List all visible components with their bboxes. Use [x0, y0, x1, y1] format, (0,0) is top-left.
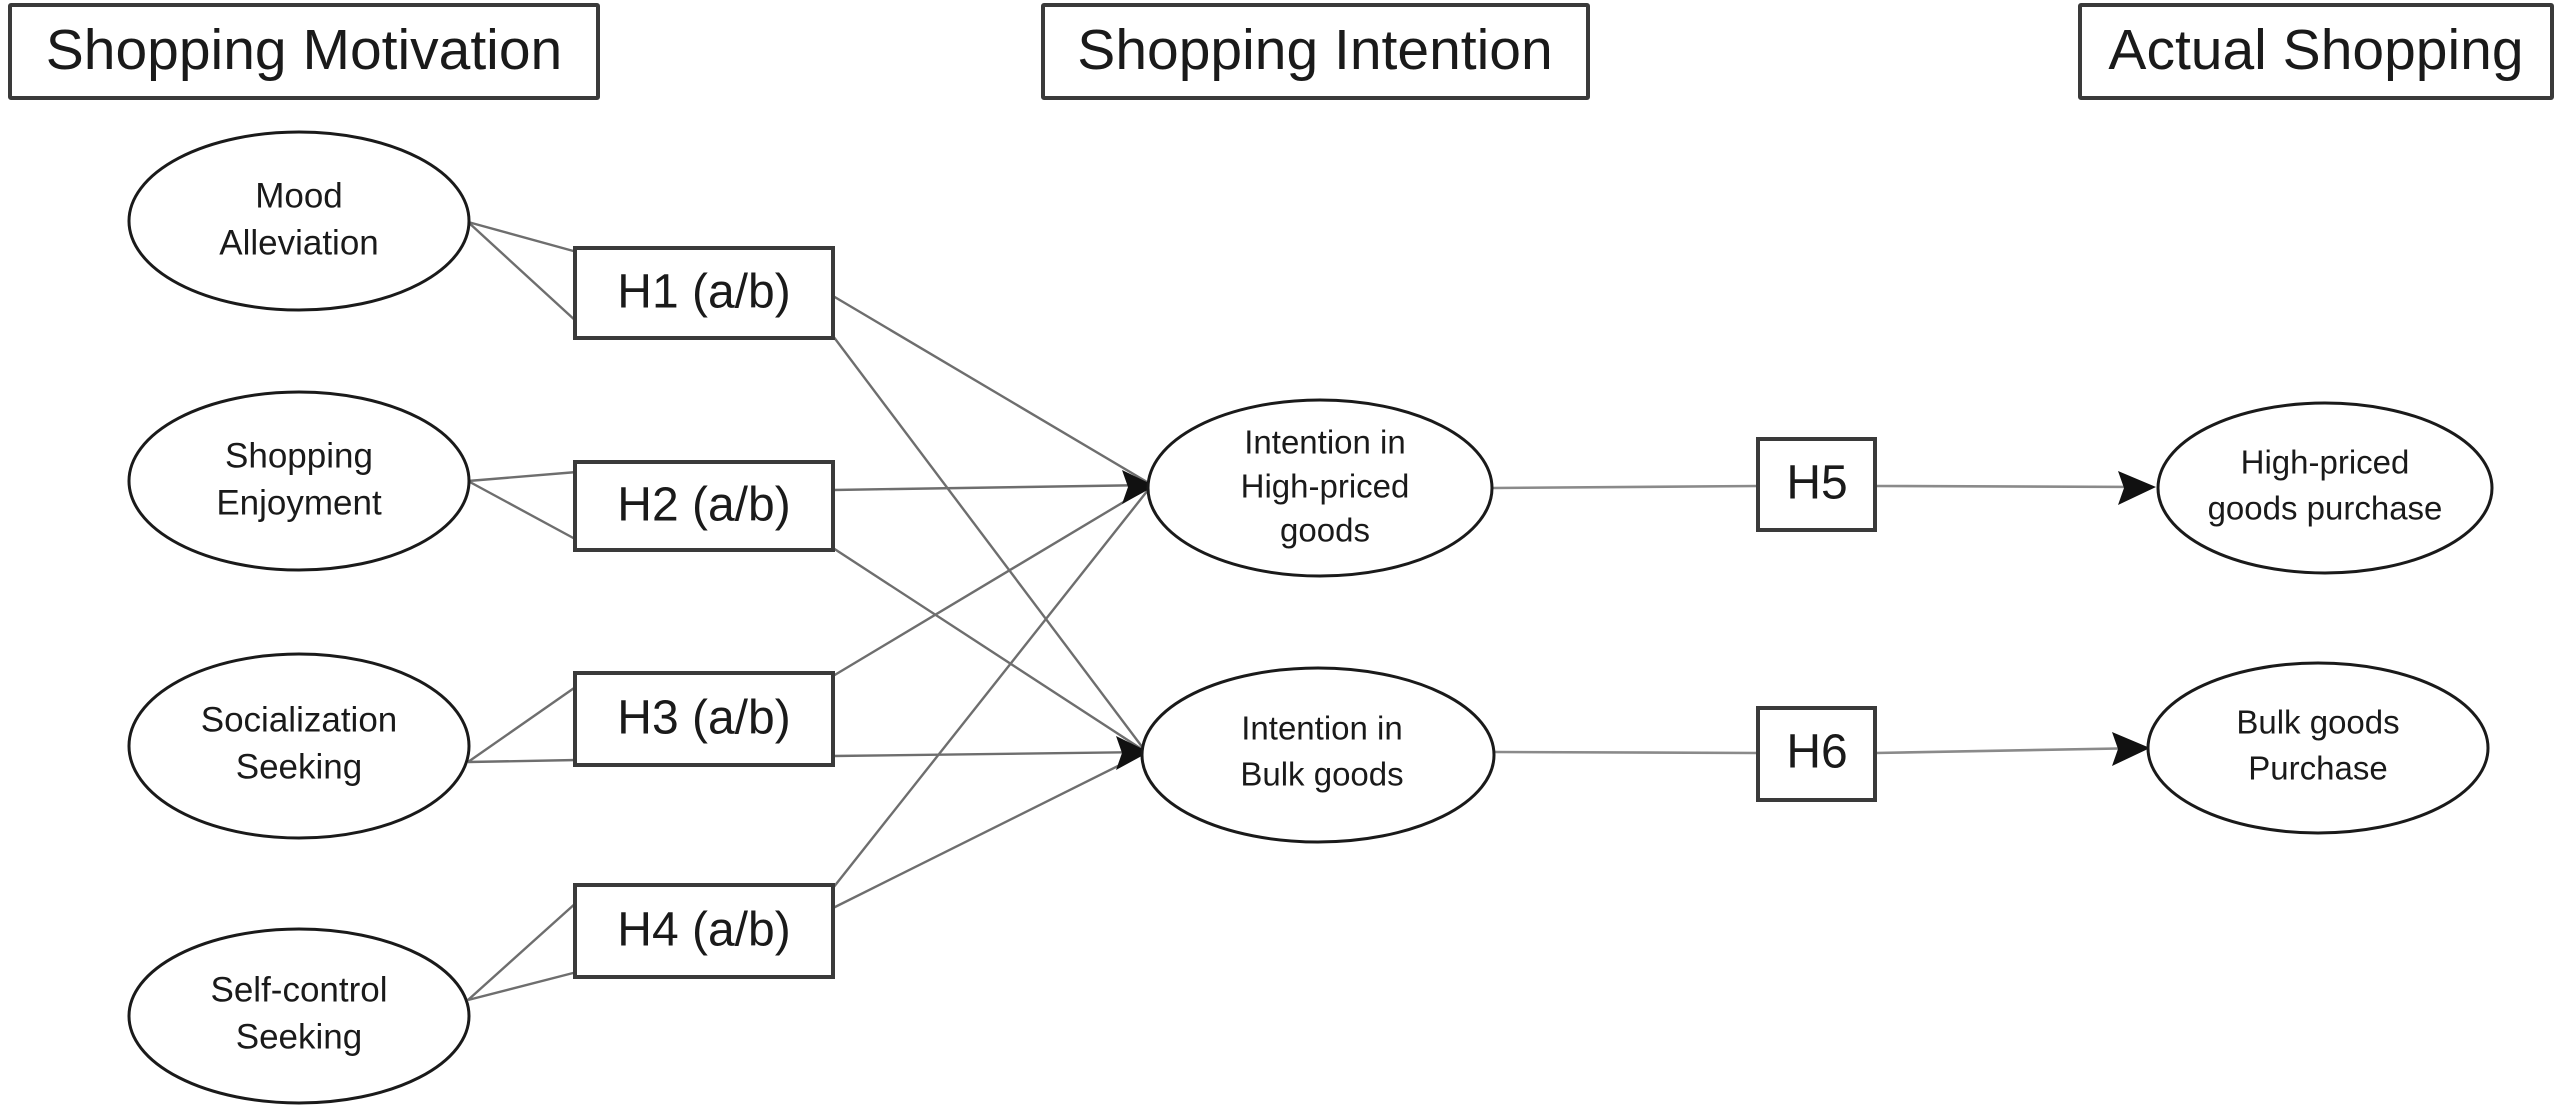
hyp-box-h2-label: H2 (a/b): [617, 479, 790, 532]
edge-mood-to-h1-bottom: [467, 221, 578, 323]
header-shopping-motivation-label: Shopping Motivation: [46, 18, 563, 82]
edge-h1-to-intention-bulk: [832, 335, 1147, 753]
node-shopping-enjoyment-line1: Shopping: [225, 436, 373, 475]
arrowhead-intention-bulk: [1116, 736, 1149, 770]
hyp-box-h5[interactable]: H5: [1756, 437, 1877, 532]
node-intention-bulk-line2: Bulk goods: [1240, 756, 1403, 793]
edge-h1-to-intention-high: [832, 294, 1153, 487]
arrowhead-high-priced-purchase: [2118, 471, 2156, 505]
node-intention-high-priced-line3: goods: [1280, 512, 1370, 549]
node-mood-alleviation-line1: Mood: [255, 176, 343, 215]
node-high-priced-purchase[interactable]: High-priced goods purchase: [2156, 401, 2494, 575]
edge-layer: [467, 220, 2156, 1002]
node-shopping-enjoyment-line2: Enjoyment: [216, 483, 382, 522]
edge-enjoyment-to-h2-top: [467, 470, 578, 483]
node-intention-high-priced-line1: Intention in: [1244, 424, 1405, 461]
node-self-control-seeking-line2: Seeking: [236, 1017, 362, 1056]
hyp-box-h6-label: H6: [1786, 726, 1847, 779]
edge-mood-to-h1-top: [467, 220, 578, 254]
node-self-control-seeking[interactable]: Self-control Seeking: [127, 927, 471, 1105]
node-mood-alleviation-line2: Alleviation: [219, 223, 379, 262]
node-bulk-purchase-line1: Bulk goods: [2236, 704, 2399, 741]
header-shopping-motivation: Shopping Motivation: [8, 3, 600, 100]
node-shopping-enjoyment[interactable]: Shopping Enjoyment: [127, 390, 471, 572]
node-socialization-seeking-line2: Seeking: [236, 747, 362, 786]
hyp-box-h1[interactable]: H1 (a/b): [573, 246, 835, 340]
node-self-control-seeking-line1: Self-control: [210, 970, 387, 1009]
edge-selfcontrol-to-h4-bottom: [467, 970, 578, 1002]
node-mood-alleviation[interactable]: Mood Alleviation: [127, 130, 471, 312]
node-intention-bulk-line1: Intention in: [1241, 710, 1402, 747]
header-shopping-intention-label: Shopping Intention: [1077, 18, 1552, 82]
node-socialization-seeking[interactable]: Socialization Seeking: [127, 652, 471, 840]
intention-nodes: Intention in High-priced goods Intention…: [1140, 398, 1496, 844]
edge-intention-bulk-to-h6: [1493, 750, 1759, 755]
hyp-box-h2[interactable]: H2 (a/b): [573, 460, 835, 552]
node-intention-high-priced-line2: High-priced: [1241, 468, 1410, 505]
edge-socialization-to-h3-bottom: [467, 758, 578, 764]
hyp-box-h1-label: H1 (a/b): [617, 266, 790, 319]
node-high-priced-purchase-line2: goods purchase: [2208, 490, 2443, 527]
hyp-box-h3[interactable]: H3 (a/b): [573, 671, 835, 767]
hypothesis-boxes-right: H5 H6: [1756, 437, 1877, 802]
outcome-nodes: High-priced goods purchase Bulk goods Pu…: [2146, 401, 2494, 835]
header-actual-shopping: Actual Shopping: [2078, 3, 2554, 100]
hyp-box-h4[interactable]: H4 (a/b): [573, 883, 835, 979]
node-high-priced-purchase-line1: High-priced: [2241, 444, 2410, 481]
edge-h2-to-intention-bulk: [832, 546, 1147, 754]
arrowhead-bulk-purchase: [2112, 732, 2150, 766]
hypothesis-boxes-left: H1 (a/b) H2 (a/b) H3 (a/b) H4 (a/b): [573, 246, 835, 979]
edge-socialization-to-h3-top: [467, 685, 578, 763]
node-intention-high-priced[interactable]: Intention in High-priced goods: [1146, 398, 1494, 578]
edge-enjoyment-to-h2-bottom: [467, 479, 578, 542]
header-actual-shopping-label: Actual Shopping: [2108, 18, 2523, 82]
section-headers: Shopping Motivation Shopping Intention A…: [8, 3, 2554, 100]
edge-h6-to-bulk-purchase: [1874, 746, 2147, 755]
edge-h4-to-intention-bulk: [832, 750, 1147, 910]
edge-intention-high-to-h5: [1491, 484, 1759, 490]
edge-h4-to-intention-high: [832, 484, 1153, 889]
node-bulk-purchase[interactable]: Bulk goods Purchase: [2146, 661, 2490, 835]
node-intention-bulk[interactable]: Intention in Bulk goods: [1140, 666, 1496, 844]
hyp-box-h4-label: H4 (a/b): [617, 904, 790, 957]
node-bulk-purchase-line2: Purchase: [2248, 750, 2387, 787]
header-shopping-intention: Shopping Intention: [1041, 3, 1590, 100]
hyp-box-h3-label: H3 (a/b): [617, 692, 790, 745]
arrowhead-intention-high: [1122, 470, 1155, 504]
hyp-box-h6[interactable]: H6: [1756, 706, 1877, 802]
motivation-nodes: Mood Alleviation Shopping Enjoyment Soci…: [127, 130, 471, 1105]
hyp-box-h5-label: H5: [1786, 457, 1847, 510]
edge-h3-to-intention-high: [832, 483, 1153, 678]
edge-h3-to-intention-bulk: [832, 750, 1147, 758]
edge-h5-to-high-priced-purchase: [1874, 484, 2153, 489]
node-socialization-seeking-line1: Socialization: [201, 700, 398, 739]
edge-h2-to-intention-high: [832, 483, 1153, 492]
edge-selfcontrol-to-h4-top: [467, 901, 578, 1001]
